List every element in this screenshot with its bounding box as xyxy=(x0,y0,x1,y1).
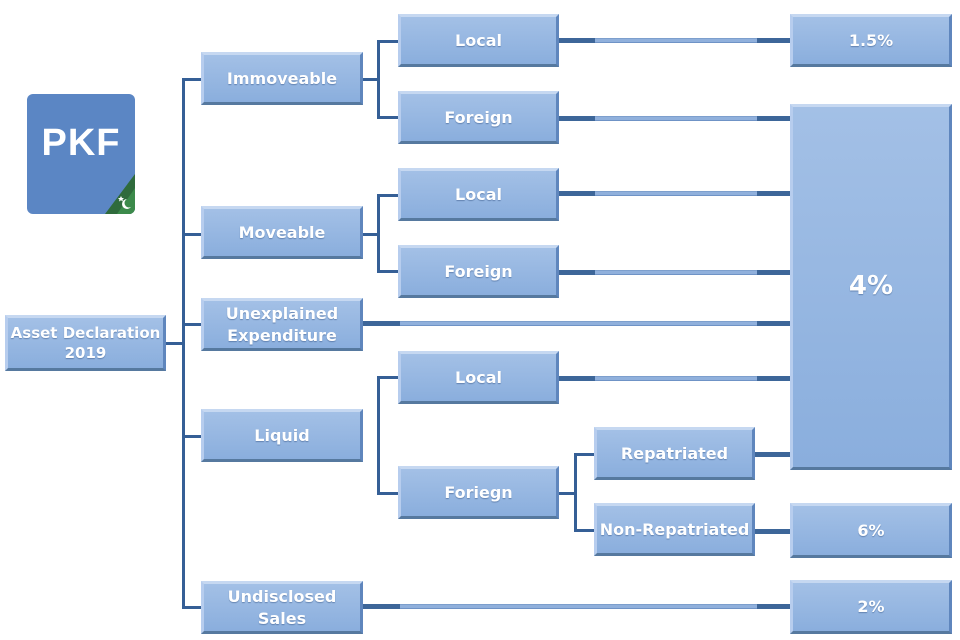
root-connector xyxy=(166,342,184,345)
immoveable-foreign-branch xyxy=(377,116,399,119)
branch-moveable xyxy=(182,233,202,236)
liquid-trunk xyxy=(377,376,380,494)
branch-unexplained xyxy=(182,323,202,326)
flow-cap xyxy=(757,321,791,326)
liquid-local-label: Local xyxy=(455,367,502,387)
flow-immoveable-foreign xyxy=(595,116,757,121)
moveable-foreign-box: Foreign xyxy=(398,245,559,298)
flow-cap xyxy=(754,529,791,534)
rate-2-label: 2% xyxy=(857,597,885,617)
repatriated-label: Repatriated xyxy=(620,443,729,463)
liquid-foreign-branch xyxy=(377,492,399,495)
flow-moveable-foreign xyxy=(595,270,757,275)
flow-liquid-local xyxy=(595,376,757,381)
flow-cap xyxy=(757,38,791,43)
flow-cap xyxy=(557,38,595,43)
immoveable-local-label: Local xyxy=(455,30,502,50)
rate-1-5-label: 1.5% xyxy=(848,30,894,50)
rate-box-2: 2% xyxy=(790,580,952,634)
root-label: Asset Declaration 2019 xyxy=(10,323,161,362)
immoveable-connector xyxy=(362,78,380,81)
branch-undisclosed xyxy=(182,606,202,609)
flow-unexplained xyxy=(400,321,757,326)
immoveable-foreign-label: Foreign xyxy=(444,107,513,127)
liquid-foreign-box: Foriegn xyxy=(398,466,559,519)
moveable-local-branch xyxy=(377,194,399,197)
pkf-logo: PKF xyxy=(27,94,135,214)
immoveable-foreign-box: Foreign xyxy=(398,91,559,144)
category-liquid: Liquid xyxy=(201,409,363,462)
category-moveable: Moveable xyxy=(201,206,363,259)
logo-text: PKF xyxy=(41,122,121,164)
category-immoveable-label: Immoveable xyxy=(226,68,338,88)
flow-cap xyxy=(757,116,791,121)
repatriated-branch xyxy=(574,453,594,456)
flow-cap xyxy=(557,376,595,381)
liquid-local-branch xyxy=(377,376,399,379)
category-unexplained: Unexplained Expenditure xyxy=(201,298,363,351)
non-repatriated-branch xyxy=(574,529,594,532)
category-undisclosed: Undisclosed Sales xyxy=(201,581,363,634)
rate-box-1-5: 1.5% xyxy=(790,14,952,67)
rate-6-label: 6% xyxy=(857,520,885,540)
flow-cap xyxy=(754,452,791,457)
category-undisclosed-label: Undisclosed Sales xyxy=(227,586,337,628)
category-liquid-label: Liquid xyxy=(254,425,310,445)
branch-immoveable xyxy=(182,78,202,81)
non-repatriated-label: Non-Repatriated xyxy=(599,519,750,539)
rate-box-4: 4% xyxy=(790,104,952,470)
rate-4-label: 4% xyxy=(848,271,894,301)
moveable-local-label: Local xyxy=(455,184,502,204)
moveable-trunk xyxy=(377,194,380,272)
immoveable-local-box: Local xyxy=(398,14,559,67)
flow-cap xyxy=(557,270,595,275)
immoveable-trunk xyxy=(377,40,380,118)
category-immoveable: Immoveable xyxy=(201,52,363,105)
category-moveable-label: Moveable xyxy=(238,222,326,242)
flow-cap xyxy=(557,116,595,121)
moveable-foreign-label: Foreign xyxy=(444,261,513,281)
flow-cap xyxy=(757,191,791,196)
flow-cap xyxy=(362,604,400,609)
category-trunk xyxy=(182,78,185,608)
flow-cap xyxy=(362,321,400,326)
moveable-foreign-branch xyxy=(377,270,399,273)
flow-undisclosed xyxy=(400,604,757,609)
flow-cap xyxy=(757,376,791,381)
flow-immoveable-local xyxy=(595,38,757,43)
liquid-foreign-label: Foriegn xyxy=(444,482,513,502)
moveable-connector xyxy=(362,233,380,236)
repatriated-box: Repatriated xyxy=(594,427,755,480)
rate-box-6: 6% xyxy=(790,503,952,558)
non-repatriated-box: Non-Repatriated xyxy=(594,503,755,556)
root-box: Asset Declaration 2019 xyxy=(5,315,166,371)
flow-cap xyxy=(757,604,791,609)
liquid-local-box: Local xyxy=(398,351,559,404)
category-unexplained-label: Unexplained Expenditure xyxy=(225,303,339,345)
immoveable-local-branch xyxy=(377,40,399,43)
flow-cap xyxy=(757,270,791,275)
pakistan-flag-icon xyxy=(105,174,135,214)
moveable-local-box: Local xyxy=(398,168,559,221)
flow-moveable-local xyxy=(595,191,757,196)
foreign-liquid-trunk xyxy=(574,453,577,531)
branch-liquid xyxy=(182,435,202,438)
flow-cap xyxy=(557,191,595,196)
foreign-liquid-connector xyxy=(557,492,577,495)
